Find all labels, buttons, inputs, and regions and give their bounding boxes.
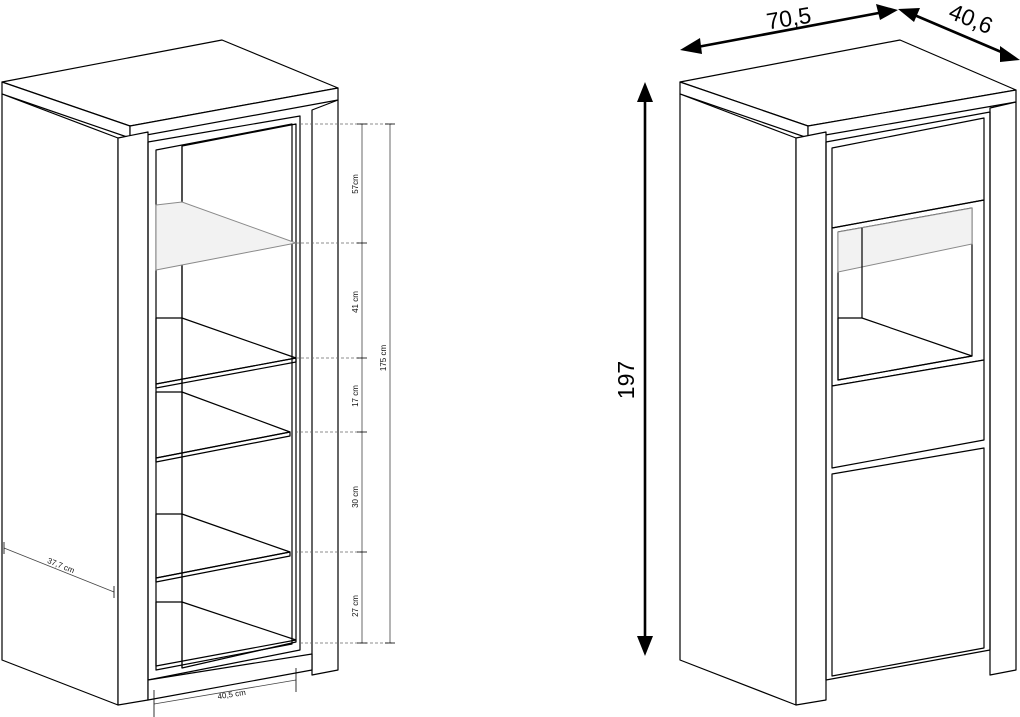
- right-dimension-arrows: [637, 4, 1020, 656]
- gap-label-1: 57cm: [351, 174, 360, 194]
- gap-label-4: 30 cm: [351, 486, 360, 508]
- glass-shelf: [155, 201, 298, 271]
- gap-label-3: 17 cm: [351, 385, 360, 407]
- middle-drawer: [831, 359, 985, 469]
- right-front-post: [311, 99, 339, 676]
- depth-arrow: [911, 12, 1007, 56]
- inner-height-label: 175 cm: [379, 345, 388, 372]
- left-front-post: [117, 131, 149, 706]
- shelf-bottom: [155, 601, 297, 667]
- width-label: 70,5: [765, 2, 813, 35]
- shelf-1: [155, 317, 297, 385]
- inner-width-label: 40,5 cm: [217, 688, 247, 701]
- height-label: 197: [613, 361, 639, 399]
- bottom-door: [831, 447, 985, 677]
- gap-label-2: 41 cm: [351, 291, 360, 313]
- left-dimension-guides: [3, 123, 395, 717]
- gap-label-5: 27 cm: [351, 595, 360, 617]
- left-side-panel: [1, 93, 119, 706]
- right-side-panel: [679, 93, 797, 706]
- width-arrow: [691, 10, 885, 50]
- right-cabinet: [679, 39, 1017, 706]
- depth-label-right: 40,6: [945, 0, 996, 39]
- left-cabinet: [1, 39, 339, 706]
- shelf-2: [155, 391, 291, 459]
